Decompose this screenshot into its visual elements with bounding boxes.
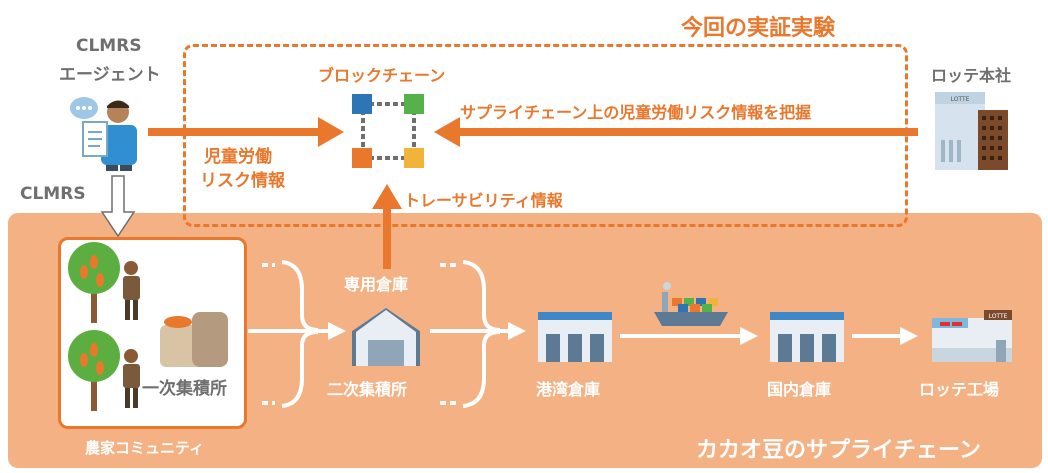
secondary-warehouse-icon: [342, 304, 430, 366]
cacao-sacks-icon: [160, 312, 228, 367]
agent-to-blockchain-arrow: [148, 117, 344, 147]
child-labor-label-line1: 児童労働: [204, 147, 272, 167]
primary-collection-label: 一次集積所: [142, 379, 227, 399]
domestic-warehouse-label: 国内倉庫: [767, 380, 832, 399]
traceability-label: トレーサビリティ情報: [404, 191, 563, 210]
traceability-up-arrow: [372, 184, 402, 269]
farmer-community-label: 農家コミュニティ: [85, 439, 205, 457]
supply-chain-title: カカオ豆のサプライチェーン: [696, 438, 981, 463]
factory-sign: LOTTE: [989, 313, 1008, 320]
clmrs-label: CLMRS: [20, 184, 86, 204]
merge-bracket-2: [440, 260, 501, 408]
hq-to-blockchain-arrow: [434, 117, 918, 147]
blockchain-label: ブロックチェーン: [318, 66, 446, 85]
domestic-warehouse-icon: [770, 312, 844, 362]
arrowhead: [508, 322, 526, 340]
clmrs-down-arrow: [100, 175, 136, 238]
port-warehouse-label: 港湾倉庫: [536, 380, 601, 399]
clmrs-agent-label-line1: CLMRS: [76, 36, 142, 56]
lotte-factory-label: ロッテ工場: [919, 380, 1000, 399]
lotte-hq-label: ロッテ本社: [931, 66, 1012, 85]
child-labor-label-line2: リスク情報: [200, 171, 285, 191]
experiment-title: 今回の実証実験: [681, 16, 836, 41]
port-warehouse-icon: [538, 312, 612, 362]
cargo-ship-icon: [654, 282, 728, 326]
farmer-icon: [123, 349, 140, 408]
arrowhead: [740, 327, 758, 345]
arrowhead: [328, 322, 346, 340]
secondary-collection-label: 二次集積所: [327, 380, 408, 399]
hq-sign: LOTTE: [951, 96, 970, 103]
dedicated-warehouse-label: 専用倉庫: [344, 275, 409, 294]
cacao-tree-icon: [68, 242, 120, 323]
arrowhead: [900, 327, 918, 345]
hq-info-label: サプライチェーン上の児童労働リスク情報を把握: [460, 103, 812, 122]
cacao-tree-icon: [68, 330, 120, 411]
blockchain-icon: [352, 94, 424, 168]
lotte-hq-building-icon: LOTTE: [935, 92, 1008, 170]
clmrs-agent-icon: [70, 97, 137, 171]
clmrs-agent-label-line2: エージェント: [59, 65, 161, 85]
merge-bracket-1: [262, 260, 319, 408]
farmer-icon: [123, 261, 140, 320]
lotte-factory-icon: LOTTE: [932, 310, 1012, 362]
